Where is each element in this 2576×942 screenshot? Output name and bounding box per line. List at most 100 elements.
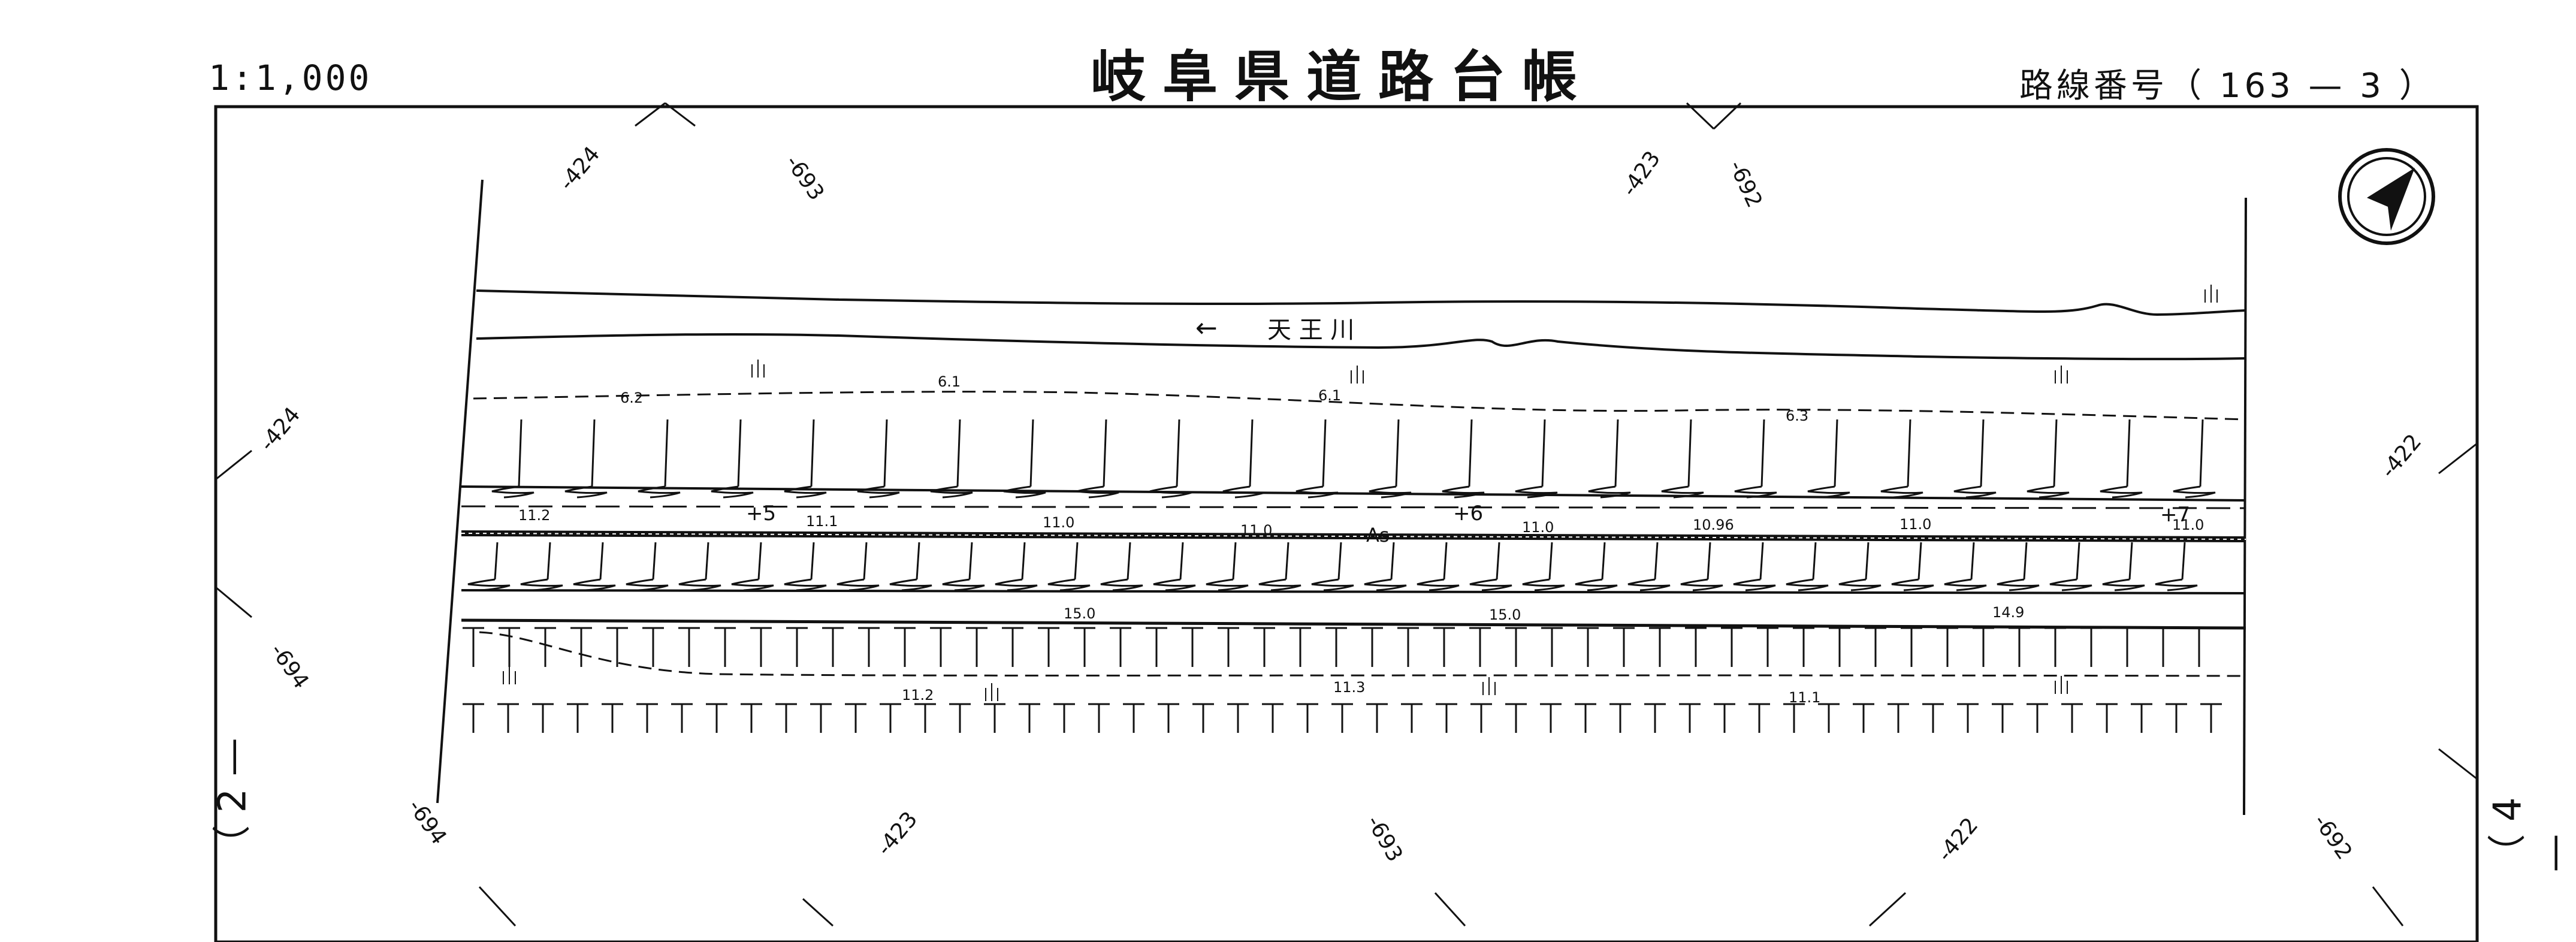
slope-hatch-icon <box>1469 578 1512 591</box>
slope-hatch-icon <box>1496 542 1500 580</box>
slope-hatch-icon <box>1838 578 1882 591</box>
grid-label: -423 <box>1617 147 1665 201</box>
slope-hatch-icon <box>1153 578 1196 591</box>
slope-hatch-icon <box>1680 578 1723 591</box>
slope-hatch-icon <box>2199 419 2204 487</box>
slope-hatch-icon <box>1588 485 1631 499</box>
slope-hatch-icon <box>2173 485 2216 499</box>
road-edge-upper <box>461 485 2246 502</box>
slope-hatch-icon <box>494 542 499 580</box>
route-label: 路線番号（ <box>2019 67 2205 105</box>
grid-label: -694 <box>403 795 451 849</box>
slope-hatch-icon <box>2049 578 2092 591</box>
slope-hatch-icon <box>1127 542 1131 580</box>
slope-hatch-icon <box>1834 419 1838 487</box>
embankment-ticks-lower <box>463 627 2210 667</box>
slope-hatch-icon <box>1614 419 1619 487</box>
map-scale: 1:1,000 <box>209 58 372 98</box>
svg-text:11.0: 11.0 <box>2172 517 2204 533</box>
svg-text:11.2: 11.2 <box>518 507 550 524</box>
map-frame <box>214 105 2479 942</box>
svg-text:11.1: 11.1 <box>806 513 838 530</box>
slope-hatch-icon <box>889 578 932 591</box>
grass-symbol-icon <box>503 666 516 684</box>
slope-hatch-icon <box>1548 542 1553 580</box>
slope-hatch-icon <box>1917 542 1922 580</box>
road-edge-lower <box>461 589 2246 594</box>
guardrail-pattern <box>461 533 2246 540</box>
slope-hatch-icon <box>638 485 681 499</box>
slope-hatch-icon <box>737 419 742 487</box>
grass-symbol-icon <box>751 360 765 378</box>
slope-hatch-icon <box>1522 578 1565 591</box>
slope-hatch-icon <box>883 419 888 487</box>
slope-hatch-icon <box>1812 542 1817 580</box>
slope-hatch-icon <box>1786 578 1829 591</box>
slope-hatch-icon <box>1103 419 1107 487</box>
slope-hatch-icon <box>1395 419 1400 487</box>
slope-hatch-icon <box>626 578 669 591</box>
slope-hatch-icon <box>1953 485 1997 499</box>
grid-label: -693 <box>781 151 829 205</box>
slope-hatch-icon <box>995 578 1038 591</box>
slope-hatch-icon <box>784 578 827 591</box>
slope-hatch-icon <box>520 578 563 591</box>
slope-hatch-icon <box>564 485 608 499</box>
grass-symbol-icon <box>985 683 998 701</box>
slope-hatch-icon <box>1322 419 1327 487</box>
slope-hatch-icon <box>1442 485 1485 499</box>
svg-text:6.3: 6.3 <box>1786 407 1808 424</box>
slope-hatch-icon <box>1733 578 1776 591</box>
slope-hatch-icon <box>1047 578 1091 591</box>
field-elevations: 11.2 11.3 11.1 <box>902 679 1820 706</box>
slope-hatch-icon <box>599 542 604 580</box>
grass-symbol-icon <box>1482 677 1496 695</box>
slope-hatch-icon <box>1295 485 1339 499</box>
slope-hatch-icon <box>1891 578 1934 591</box>
river-bank-lower <box>476 333 2246 361</box>
slope-hatch-icon <box>1074 542 1079 580</box>
river-edge-elevations: 6.2 6.1 6.1 6.3 <box>620 373 1808 424</box>
slope-hatch-icon <box>1661 485 1704 499</box>
svg-text:←: ← <box>1195 313 1218 343</box>
slope-hatch-icon <box>1627 578 1671 591</box>
svg-text:6.1: 6.1 <box>938 373 961 390</box>
svg-text:15.0: 15.0 <box>1489 606 1521 623</box>
slope-hatch-icon <box>1541 419 1546 487</box>
slope-hatch-icon <box>1601 542 1606 580</box>
slope-hatch-icon <box>1760 419 1765 487</box>
slope-hatch-icon <box>956 419 961 487</box>
grid-label: -422 <box>2376 430 2426 483</box>
slope-hatch-icon <box>810 542 815 580</box>
slope-hatch-icon <box>1021 542 1026 580</box>
slope-hatch-icon <box>1880 485 1923 499</box>
sheet-edge-left <box>436 179 484 804</box>
grid-ticks <box>215 102 2478 927</box>
slope-hatch-icon <box>1417 578 1460 591</box>
grass-symbol-icon <box>2204 285 2218 303</box>
grass-symbol-icon <box>1351 366 1364 384</box>
svg-text:11.0: 11.0 <box>1240 522 1272 539</box>
north-arrow-icon <box>2338 148 2435 245</box>
slope-hatch-icon <box>1390 542 1395 580</box>
slope-hatch-icon <box>1337 542 1342 580</box>
road-center-dashed <box>461 505 2246 509</box>
slope-hatch-icon <box>1997 578 2040 591</box>
slope-hatch-upper <box>491 419 2216 499</box>
road <box>461 485 2246 677</box>
sheet-edge-right <box>2243 197 2247 816</box>
svg-text:6.1: 6.1 <box>1318 387 1341 404</box>
grid-labels: -424 -693 -423 -692 -424 -694 -694 -423 … <box>255 142 2426 866</box>
grid-label: -692 <box>1724 156 1767 211</box>
slope-hatch-icon <box>1807 485 1850 499</box>
slope-hatch-icon <box>2053 419 2058 487</box>
svg-text:11.1: 11.1 <box>1789 689 1820 706</box>
grid-label: -423 <box>872 807 922 861</box>
slope-hatch-icon <box>491 485 534 499</box>
slope-hatch-icon <box>1369 485 1412 499</box>
road-elevations: 11.2 11.1 11.0 11.0 11.0 10.96 11.0 11.0 <box>518 507 2204 539</box>
grid-label: -694 <box>265 639 313 693</box>
slope-hatch-icon <box>2126 419 2131 487</box>
svg-text:天 王 川: 天 王 川 <box>1267 316 1354 344</box>
